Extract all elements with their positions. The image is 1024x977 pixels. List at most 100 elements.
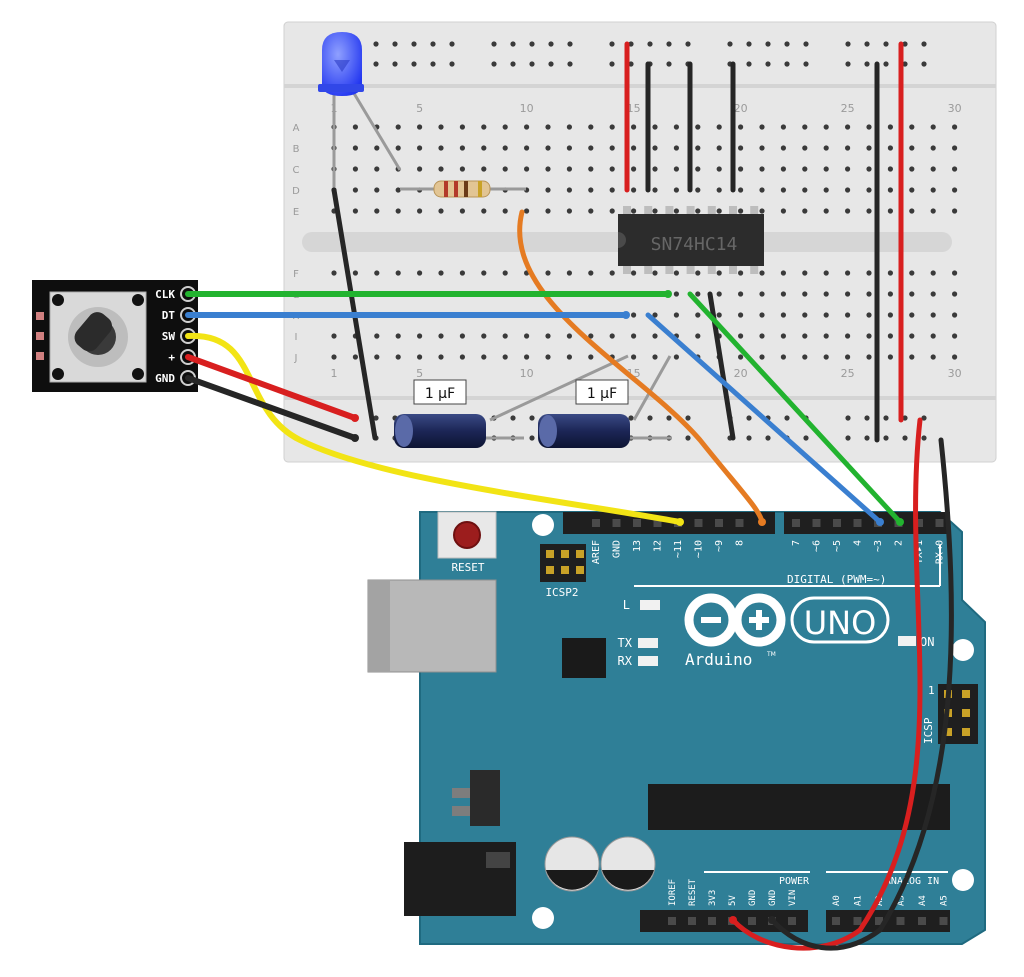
breadboard-hole bbox=[823, 312, 829, 318]
encoder-pin-label: + bbox=[168, 351, 175, 364]
breadboard-hole bbox=[738, 145, 744, 151]
breadboard-hole bbox=[695, 291, 701, 297]
arduino-logo-icon bbox=[684, 593, 786, 647]
breadboard-hole bbox=[481, 145, 487, 151]
breadboard-hole bbox=[502, 333, 508, 339]
rail-hole bbox=[746, 61, 752, 67]
row-letter: F bbox=[293, 269, 299, 280]
breadboard-hole bbox=[823, 124, 829, 130]
breadboard-hole bbox=[395, 270, 401, 276]
breadboard-hole bbox=[481, 333, 487, 339]
capacitor-1-icon bbox=[394, 354, 629, 448]
header-pin bbox=[833, 519, 841, 527]
rail-hole bbox=[845, 435, 851, 441]
breadboard-hole bbox=[566, 333, 573, 339]
rail-hole bbox=[609, 61, 615, 67]
header-pin-label: 12 bbox=[653, 540, 664, 552]
header-pin bbox=[748, 917, 756, 925]
breadboard-hole bbox=[438, 145, 444, 151]
breadboard-hole bbox=[759, 354, 765, 360]
breadboard-hole bbox=[780, 333, 787, 339]
breadboard-hole bbox=[588, 270, 594, 276]
breadboard-hole bbox=[802, 291, 808, 297]
breadboard-hole bbox=[352, 270, 358, 276]
breadboard-hole bbox=[845, 291, 851, 297]
breadboard-hole bbox=[802, 166, 808, 172]
header-pin bbox=[688, 917, 696, 925]
column-number: 15 bbox=[627, 102, 641, 115]
breadboard-hole bbox=[331, 270, 337, 276]
breadboard-hole bbox=[502, 124, 508, 130]
breadboard-hole bbox=[524, 354, 530, 360]
rail-hole bbox=[666, 41, 672, 47]
breadboard-hole bbox=[545, 208, 551, 214]
column-number: 30 bbox=[948, 367, 962, 380]
breadboard-hole bbox=[673, 166, 680, 172]
breadboard-hole bbox=[502, 145, 508, 151]
rail-hole bbox=[902, 41, 908, 47]
ic-pin bbox=[750, 206, 759, 216]
row-letter: E bbox=[293, 207, 299, 218]
breadboard-hole bbox=[631, 270, 637, 276]
breadboard-hole bbox=[459, 208, 465, 214]
breadboard-hole bbox=[866, 166, 872, 172]
breadboard-hole bbox=[631, 208, 637, 214]
column-number: 1 bbox=[331, 367, 338, 380]
breadboard-hole bbox=[845, 187, 851, 193]
breadboard-hole bbox=[459, 354, 465, 360]
breadboard-hole bbox=[631, 166, 637, 172]
breadboard-hole bbox=[481, 354, 487, 360]
breadboard-hole bbox=[652, 187, 658, 193]
brand-label: Arduino bbox=[685, 650, 752, 669]
breadboard-hole bbox=[738, 187, 744, 193]
breadboard-hole bbox=[631, 312, 637, 318]
mounting-hole bbox=[952, 869, 974, 891]
breadboard-hole bbox=[631, 187, 637, 193]
header-pin-label: 5V bbox=[728, 895, 738, 906]
breadboard-hole bbox=[866, 333, 872, 339]
breadboard-hole bbox=[609, 187, 615, 193]
header-pin-label: 2 bbox=[894, 540, 905, 546]
resistor-icon bbox=[400, 180, 526, 198]
breadboard-hole bbox=[738, 291, 744, 297]
header-pin bbox=[653, 519, 662, 527]
breadboard-hole bbox=[866, 187, 872, 193]
wire-black-gnd-power bbox=[769, 437, 954, 951]
breadboard-hole bbox=[352, 166, 358, 172]
breadboard-hole bbox=[566, 187, 573, 193]
reset-button[interactable] bbox=[437, 511, 497, 559]
header-pin bbox=[832, 917, 840, 925]
breadboard-hole bbox=[545, 354, 551, 360]
encoder-pin-label: CLK bbox=[155, 288, 175, 301]
header-pin bbox=[896, 917, 905, 925]
rail-hole bbox=[803, 41, 809, 47]
rail-hole bbox=[609, 41, 615, 47]
header-pin-label: 3V3 bbox=[708, 890, 718, 906]
breadboard-hole bbox=[930, 270, 936, 276]
breadboard-hole bbox=[374, 187, 380, 193]
rail-hole bbox=[921, 435, 927, 441]
breadboard-hole bbox=[588, 145, 594, 151]
breadboard-hole bbox=[545, 333, 551, 339]
breadboard-hole bbox=[780, 291, 787, 297]
breadboard-hole bbox=[438, 166, 444, 172]
header-pin-label: A1 bbox=[854, 895, 864, 906]
header-pin-label: 7 bbox=[791, 540, 802, 546]
breadboard-hole bbox=[352, 208, 358, 214]
column-number: 25 bbox=[841, 367, 855, 380]
header-pin bbox=[592, 519, 600, 527]
breadboard-hole bbox=[930, 145, 936, 151]
capacitor-1-label-box bbox=[413, 379, 467, 405]
breadboard-hole bbox=[673, 270, 680, 276]
rail-hole bbox=[628, 41, 634, 47]
on-led-icon bbox=[898, 636, 916, 646]
icsp2-label: ICSP2 bbox=[545, 586, 578, 599]
breadboard-hole bbox=[930, 354, 936, 360]
breadboard-hole bbox=[502, 166, 508, 172]
capacitor-2-label-box bbox=[575, 379, 629, 405]
header-pin bbox=[633, 519, 641, 527]
breadboard-hole bbox=[395, 124, 401, 130]
breadboard-hole bbox=[887, 166, 894, 172]
